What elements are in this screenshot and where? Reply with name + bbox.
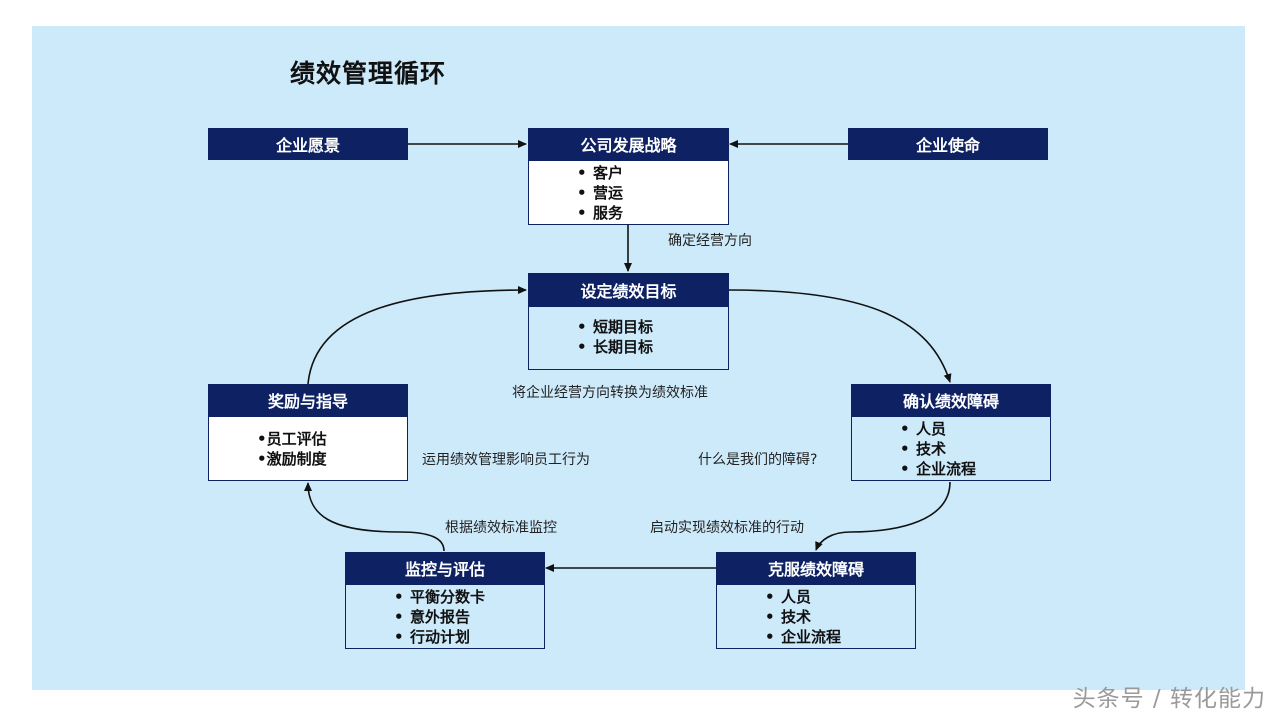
- list-item: •平衡分数卡: [394, 588, 486, 606]
- node-strategy-body: •客户 •营运 •服务: [528, 160, 729, 225]
- list-item: •企业流程: [900, 460, 977, 478]
- node-overcome-barriers-body: •人员 •技术 •企业流程: [716, 584, 916, 649]
- label-start-action: 启动实现绩效标准的行动: [650, 520, 804, 536]
- arrow-monitor-to-reward: [304, 482, 445, 552]
- node-strategy-header: 公司发展战略: [528, 128, 729, 160]
- arrow-goals-to-confirm: [728, 289, 952, 383]
- list-item: •短期目标: [577, 318, 654, 336]
- label-direction: 确定经营方向: [668, 233, 752, 249]
- label-influence: 运用绩效管理影响员工行为: [422, 452, 590, 468]
- node-reward-body: •员工评估 •激励制度: [208, 416, 408, 481]
- label-monitor-by: 根据绩效标准监控: [445, 520, 557, 536]
- list-item: •技术: [900, 440, 947, 458]
- list-item: •激励制度: [257, 450, 327, 468]
- list-item: •意外报告: [394, 608, 471, 626]
- arrow-confirm-to-overcome: [815, 481, 951, 551]
- list-item: •客户: [577, 164, 624, 182]
- node-set-goals-body: •短期目标 •长期目标: [528, 306, 729, 370]
- watermark-text: 头条号 / 转化能力: [1072, 686, 1266, 712]
- node-vision-header: 企业愿景: [208, 128, 408, 160]
- node-confirm-barriers-body: •人员 •技术 •企业流程: [851, 416, 1051, 481]
- list-item: •员工评估: [257, 430, 327, 448]
- list-item: •企业流程: [765, 628, 842, 646]
- list-item: •营运: [577, 184, 624, 202]
- list-item: •长期目标: [577, 338, 654, 356]
- node-confirm-barriers-header: 确认绩效障碍: [851, 384, 1051, 416]
- list-item: •人员: [900, 420, 947, 438]
- list-item: •技术: [765, 608, 812, 626]
- label-barrier-question: 什么是我们的障碍?: [698, 452, 818, 468]
- node-overcome-barriers-header: 克服绩效障碍: [716, 552, 916, 584]
- list-item: •行动计划: [394, 628, 471, 646]
- node-monitor-body: •平衡分数卡 •意外报告 •行动计划: [345, 584, 545, 649]
- node-reward-header: 奖励与指导: [208, 384, 408, 416]
- arrow-reward-to-goals: [307, 286, 527, 385]
- diagram-title: 绩效管理循环: [290, 59, 447, 88]
- node-mission-header: 企业使命: [848, 128, 1048, 160]
- node-monitor-header: 监控与评估: [345, 552, 545, 584]
- node-set-goals-header: 设定绩效目标: [528, 273, 729, 306]
- list-item: •服务: [577, 204, 624, 222]
- list-item: •人员: [765, 588, 812, 606]
- label-convert: 将企业经营方向转换为绩效标准: [512, 385, 708, 401]
